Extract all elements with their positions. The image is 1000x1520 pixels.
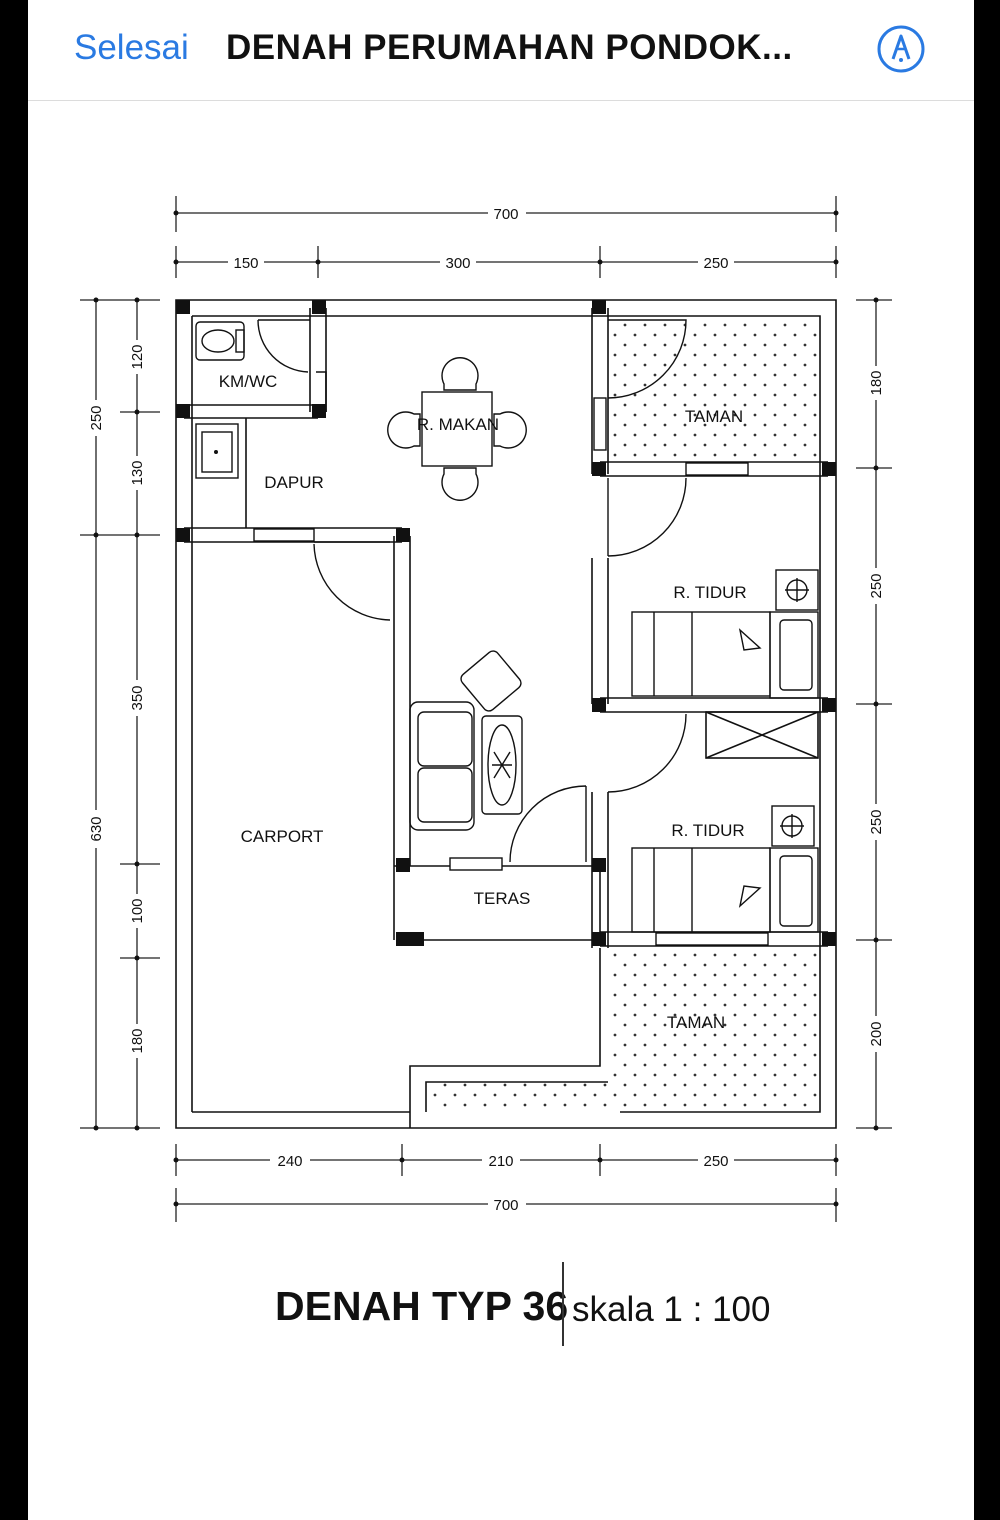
bed-icon	[631, 805, 819, 933]
dim-right-4: 200	[868, 1021, 885, 1046]
dim-right-3: 250	[868, 809, 885, 834]
toilet-icon	[195, 321, 245, 361]
dining-table-icon	[387, 357, 527, 501]
room-label-kmwc: KM/WC	[219, 372, 278, 391]
dim-top-2: 300	[445, 255, 470, 272]
coffee-table-icon	[481, 715, 523, 815]
done-button[interactable]: Selesai	[74, 28, 189, 67]
armchair-icon	[460, 650, 522, 712]
room-label-r-tidur-2: R. TIDUR	[671, 821, 744, 840]
room-label-teras: TERAS	[474, 889, 531, 908]
room-label-r-makan: R. MAKAN	[417, 415, 499, 434]
dim-left-inner-2: 130	[129, 460, 146, 485]
sofa-icon	[409, 701, 475, 831]
garden-bottom-hatch	[430, 950, 818, 1112]
columns	[176, 300, 836, 946]
dim-left-inner-1: 120	[129, 344, 146, 369]
dim-left-inner-3: 350	[129, 685, 146, 710]
dim-right-1: 180	[868, 370, 885, 395]
dim-top-total: 700	[493, 206, 518, 223]
doors	[257, 319, 687, 863]
dim-top-3: 250	[703, 255, 728, 272]
dim-top-1: 150	[233, 255, 258, 272]
sink-icon	[195, 423, 239, 479]
dim-bottom-total: 700	[493, 1197, 518, 1214]
dim-left-inner-5: 180	[129, 1028, 146, 1053]
garden-top-hatch	[608, 316, 818, 462]
room-label-taman-top: TAMAN	[685, 407, 743, 426]
markup-pen-icon[interactable]	[874, 22, 928, 76]
caption-divider	[562, 1262, 564, 1346]
room-label-r-tidur-1: R. TIDUR	[673, 583, 746, 602]
dim-left-outer-1: 250	[88, 405, 105, 430]
dim-right-2: 250	[868, 573, 885, 598]
plan-scale: skala 1 : 100	[572, 1290, 771, 1329]
windows	[253, 397, 769, 946]
walls	[175, 299, 837, 1129]
dim-bottom-3: 250	[703, 1153, 728, 1170]
room-label-dapur: DAPUR	[264, 473, 324, 492]
dim-left-outer-2: 630	[88, 816, 105, 841]
document-title: DENAH PERUMAHAN PONDOK...	[226, 28, 793, 67]
dim-bottom-2: 210	[488, 1153, 513, 1170]
dim-bottom-1: 240	[277, 1153, 302, 1170]
dimension-ticks	[93, 210, 879, 1207]
top-nav-bar: Selesai DENAH PERUMAHAN PONDOK...	[28, 0, 974, 101]
plan-title: DENAH TYP 36	[275, 1283, 569, 1329]
document-page	[28, 0, 974, 1520]
room-label-taman-bottom: TAMAN	[667, 1013, 725, 1032]
bed-icon	[631, 569, 819, 699]
dim-left-inner-4: 100	[129, 898, 146, 923]
room-label-carport: CARPORT	[241, 827, 324, 846]
